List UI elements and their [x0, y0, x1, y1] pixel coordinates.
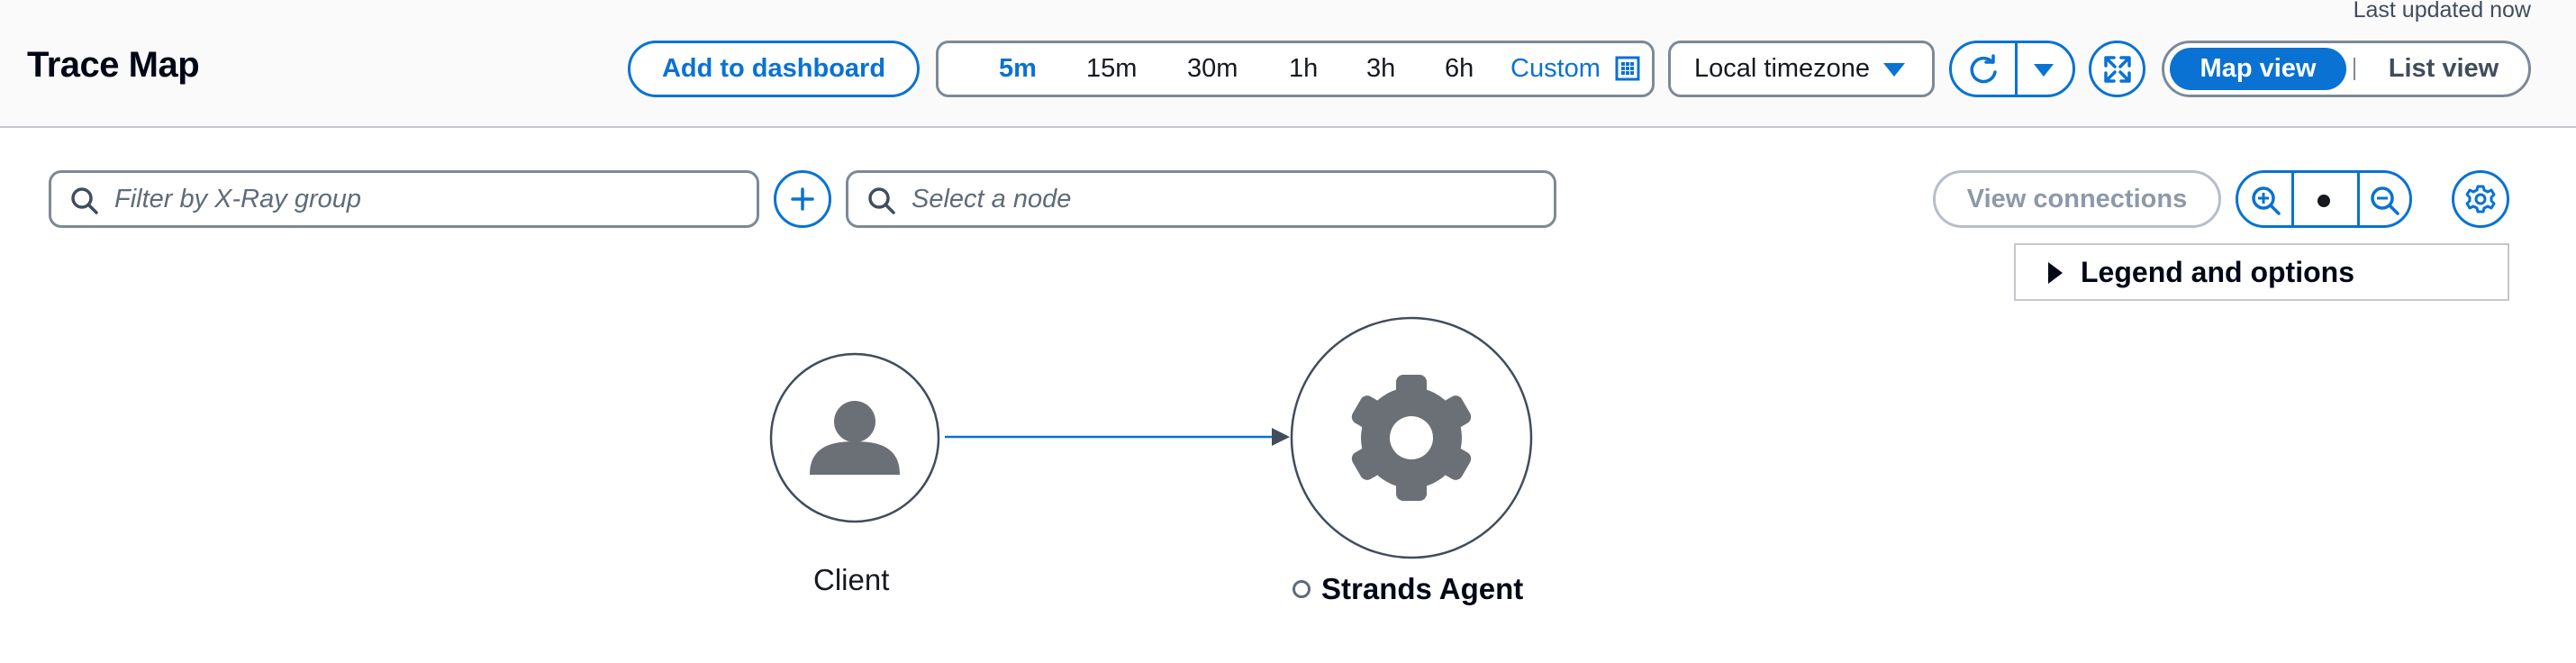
node-search-input[interactable] [912, 173, 1536, 225]
arrowhead-icon [1272, 428, 1290, 446]
settings-icon [2465, 185, 2496, 213]
person-icon [810, 401, 900, 475]
range-option-3h[interactable]: 3h [1366, 54, 1396, 83]
time-range-selector: 5m 15m 30m 1h 3h 6h Custom [936, 41, 1655, 97]
split-divider [2015, 43, 2018, 95]
page-title: Trace Map [27, 45, 200, 85]
refresh-split-button [1949, 41, 2075, 97]
range-option-5m[interactable]: 5m [999, 54, 1037, 83]
range-option-30m[interactable]: 30m [1187, 54, 1238, 83]
segment-divider [2354, 58, 2355, 80]
xray-group-input[interactable] [114, 173, 739, 225]
refresh-icon[interactable] [1967, 54, 2000, 86]
view-connections-button[interactable]: View connections [1933, 170, 2221, 228]
page-header: Last updated now Trace Map Add to dashbo… [0, 0, 2576, 128]
map-settings-button[interactable] [2452, 170, 2509, 228]
caret-right-icon [2048, 262, 2063, 284]
range-option-15m[interactable]: 15m [1086, 54, 1138, 83]
node-strands-agent[interactable] [1290, 316, 1533, 559]
node-client[interactable] [769, 352, 940, 523]
legend-and-options-label: Legend and options [2081, 256, 2354, 288]
expand-icon [2103, 55, 2131, 83]
timezone-select[interactable]: Local timezone [1668, 41, 1935, 97]
zoom-divider [2357, 173, 2360, 225]
node-search[interactable] [846, 170, 1556, 228]
xray-group-filter[interactable] [49, 170, 759, 228]
range-option-6h[interactable]: 6h [1445, 54, 1474, 83]
zoom-controls [2236, 170, 2412, 228]
range-option-custom[interactable]: Custom [1510, 54, 1601, 83]
reset-zoom-dot-icon[interactable] [2313, 190, 2335, 212]
search-icon [868, 187, 895, 214]
add-to-dashboard-button[interactable]: Add to dashboard [628, 41, 920, 97]
status-indicator-icon [1293, 580, 1311, 598]
timezone-value: Local timezone [1694, 54, 1871, 83]
node-label-client: Client [813, 563, 890, 596]
view-segmented-control: Map view List view [2162, 41, 2531, 97]
add-group-button[interactable] [774, 170, 831, 228]
zoom-divider [2291, 173, 2294, 225]
range-option-1h[interactable]: 1h [1289, 54, 1319, 83]
caret-down-icon [1883, 63, 1905, 77]
zoom-out-icon[interactable] [2369, 185, 2401, 217]
plus-icon [791, 187, 814, 211]
gear-icon [1351, 375, 1472, 501]
fullscreen-button[interactable] [2089, 41, 2145, 97]
search-icon [71, 187, 98, 214]
calendar-icon[interactable] [1615, 56, 1640, 81]
node-label-strands-agent: Strands Agent [1321, 572, 1524, 605]
list-view-button[interactable]: List view [2388, 54, 2499, 83]
legend-and-options-expander[interactable]: Legend and options [2014, 243, 2509, 301]
zoom-in-icon[interactable] [2250, 185, 2282, 217]
caret-down-icon[interactable] [2032, 61, 2055, 79]
map-view-button[interactable]: Map view [2170, 48, 2346, 90]
last-updated-text: Last updated now [2353, 0, 2531, 23]
